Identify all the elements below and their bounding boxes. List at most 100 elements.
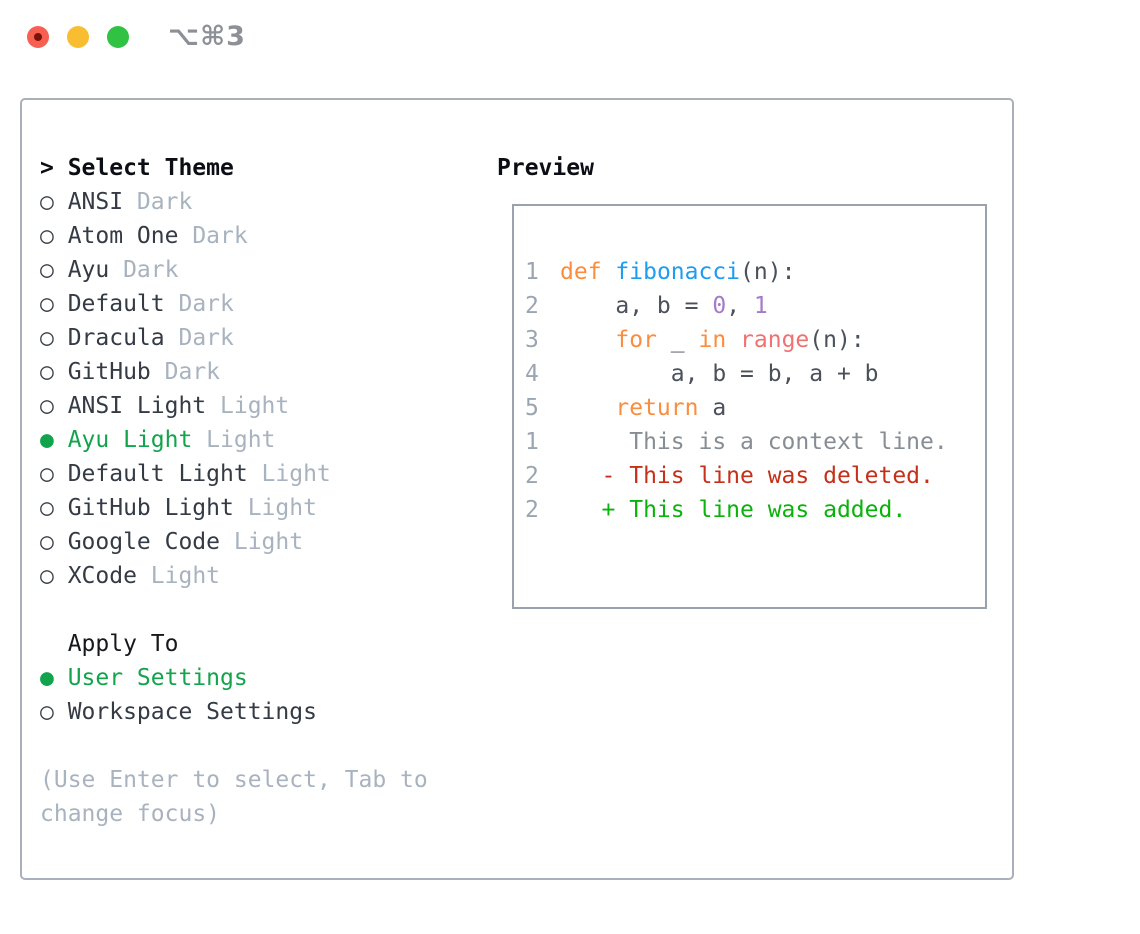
theme-variant: Dark [178,291,234,317]
close-button[interactable] [27,26,49,48]
window-shortcut-label: ⌥⌘3 [168,21,246,52]
theme-name: Ayu Light [67,427,193,453]
theme-picker-header: > Select Theme [40,151,490,185]
token-plain: (n): [740,259,796,285]
theme-variant: Dark [164,359,221,385]
token-context: This is a context line. [560,429,948,455]
apply-to-option[interactable]: ● User Settings [40,661,490,695]
prompt-icon: > [40,155,54,181]
spacer [40,593,490,627]
token-plain: (n): [809,327,865,353]
code-text: This is a context line. [560,425,948,459]
theme-variant: Dark [192,223,248,249]
theme-item[interactable]: ○ Atom One Dark [40,219,490,253]
theme-variant: Light [233,529,304,555]
theme-item[interactable]: ○ Default Dark [40,287,490,321]
theme-item[interactable]: ○ Default Light Light [40,457,490,491]
code-line: 1 def fibonacci(n): [525,255,985,289]
hint-text: (Use Enter to select, Tab to change focu… [40,767,428,827]
theme-item[interactable]: ○ GitHub Light Light [40,491,490,525]
radio-icon: ○ [40,359,54,385]
apply-to-option-label: Workspace Settings [67,699,317,725]
token-keyword: return [615,395,699,421]
token-plain [560,327,615,353]
theme-variant: Light [206,427,276,453]
line-number: 3 [525,327,539,353]
radio-icon: ○ [40,461,54,487]
apply-to-title: Apply To [67,631,179,657]
token-number: 0 [712,293,727,319]
theme-item[interactable]: ● Ayu Light Light [40,423,490,457]
theme-name: Ayu [67,257,110,283]
theme-name: Default [67,291,165,317]
line-number: 4 [525,361,539,387]
code-text: def fibonacci(n): [560,255,795,289]
theme-variant: Dark [136,189,193,215]
code-line: 2 a, b = 0, 1 [525,289,985,323]
theme-variant: Dark [178,325,234,351]
line-number: 2 [525,293,539,319]
radio-icon: ○ [40,223,54,249]
theme-item[interactable]: ○ ANSI Dark [40,185,490,219]
token-keyword: in [698,327,727,353]
radio-icon: ○ [40,189,54,215]
apply-to-option[interactable]: ○Workspace Settings [40,695,490,729]
theme-name: ANSI [67,189,124,215]
radio-icon: ○ [40,495,54,521]
code-line: 1 This is a context line. [525,425,985,459]
theme-name: Default Light [67,461,248,487]
theme-name: Google Code [67,529,221,555]
code-text: for _ in range(n): [560,323,865,357]
token-plain [560,395,615,421]
token-function: fibonacci [615,259,741,285]
radio-selected-icon: ● [40,427,54,453]
token-plain: _ [656,327,699,353]
theme-picker-title: Select Theme [67,155,234,181]
token-plain: , [726,293,754,319]
theme-variant: Light [220,393,290,419]
theme-name: Dracula [67,325,165,351]
code-text: a, b = 0, 1 [560,289,768,323]
token-plain: a, b = b, a + b [560,361,879,387]
apply-to-option-label: User Settings [67,665,248,691]
theme-variant: Light [261,461,331,487]
theme-variant: Light [247,495,317,521]
token-plain [602,259,616,285]
radio-selected-icon: ● [40,665,54,691]
theme-name: Atom One [67,223,179,249]
line-number: 1 [525,259,539,285]
code-line: 3 for _ in range(n): [525,323,985,357]
theme-name: ANSI Light [67,393,207,419]
line-number: 5 [525,395,539,421]
close-button-dot [34,33,42,41]
token-number: 1 [753,293,768,319]
code-text: - This line was deleted. [560,459,934,493]
line-number: 1 [525,429,539,455]
token-plain: a [698,395,727,421]
theme-name: GitHub Light [67,495,234,521]
theme-name: XCode [67,563,137,589]
code-line: 5 return a [525,391,985,425]
code-text: + This line was added. [560,493,907,527]
code-line: 4 a, b = b, a + b [525,357,985,391]
minimize-button[interactable] [67,26,89,48]
line-number: 2 [525,497,539,523]
line-number: 2 [525,463,539,489]
theme-variant: Light [150,563,221,589]
zoom-button[interactable] [107,26,129,48]
radio-icon: ○ [40,291,54,317]
theme-variant: Dark [123,257,179,283]
token-added: + This line was added. [560,497,907,523]
